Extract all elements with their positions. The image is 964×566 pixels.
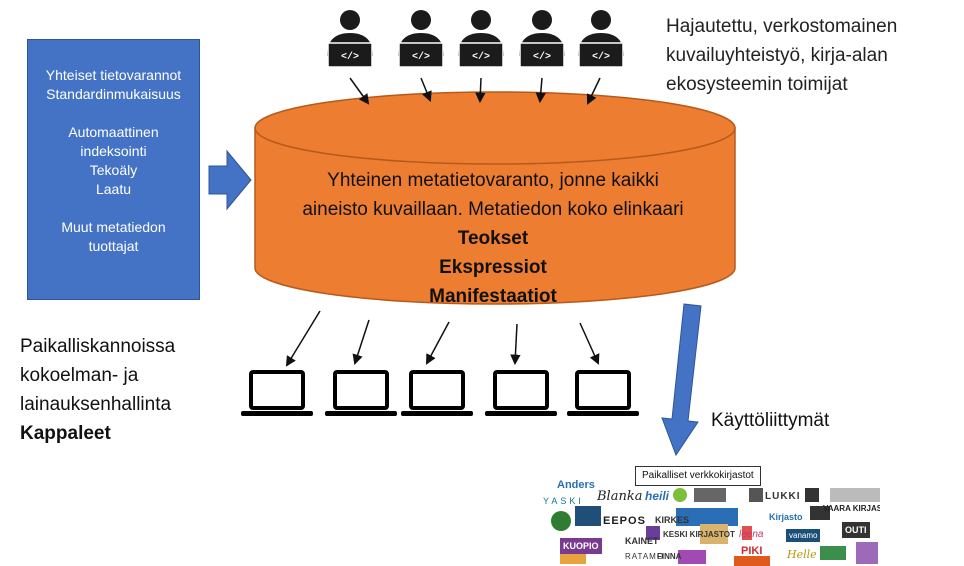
logo-vanamo: vanamo — [786, 529, 821, 542]
actors-description: Hajautettu, verkostomainen kuvailuyhteis… — [666, 12, 964, 99]
logo-heili: heili — [645, 489, 670, 503]
developer-icon: </> — [519, 10, 565, 68]
interfaces-label: Käyttöliittymät — [711, 410, 830, 431]
approach-line: Tekoäly — [89, 162, 138, 178]
repository-line: Yhteinen metatietovaranto, jonne kaikki — [327, 170, 659, 191]
logo-kainet: KAINET — [625, 536, 659, 546]
svg-text:</>: </> — [412, 51, 430, 63]
logo-leena: leena — [739, 529, 764, 540]
approach-line: Muut metatiedon — [61, 219, 166, 235]
logo-kirjasto: Kirjasto — [769, 512, 803, 522]
logo-anders: Anders — [557, 479, 595, 491]
developer-arrows — [349, 77, 601, 105]
laptop-icon — [401, 370, 473, 416]
logo-kuopio: KUOPIO — [560, 538, 602, 554]
logo-vaara: VAARA KIRJASTOT — [823, 504, 880, 513]
actors-line: kuvailuyhteistyö, kirja-alan — [666, 45, 888, 66]
logo-eepos: EEPOS — [603, 515, 646, 527]
logo-keski: KESKI KIRJASTOT — [663, 530, 735, 539]
laptop-icons — [241, 370, 639, 416]
logo-piki: PIKI — [741, 545, 763, 557]
developer-icon: </> — [458, 10, 504, 68]
approach-group: Muut metatiedon tuottajat — [28, 218, 199, 256]
logo-blanka: Blanka — [597, 490, 643, 504]
developer-icon: </> — [398, 10, 444, 68]
logo-lukki: LUKKI — [765, 491, 801, 502]
laptop-arrows — [285, 310, 600, 367]
svg-text:</>: </> — [341, 51, 359, 63]
actors-line: Hajautettu, verkostomainen — [666, 16, 898, 37]
svg-text:</>: </> — [592, 51, 610, 63]
input-arrow — [208, 149, 252, 211]
metadata-repository-cylinder — [254, 91, 736, 305]
entity-manifestations: Manifestaatiot — [429, 286, 557, 307]
approach-line: Laatu — [95, 181, 132, 197]
entity-expressions: Ekspressiot — [439, 257, 547, 278]
repository-description: Yhteinen metatietovaranto, jonne kaikki … — [262, 166, 724, 311]
library-logos: Paikalliset verkkokirjastot Anders YASKI… — [530, 462, 880, 566]
laptop-icon — [485, 370, 557, 416]
approach-line: tuottajat — [88, 238, 139, 254]
developer-icons: </> </> </> </> </> — [327, 10, 624, 68]
logo-ratamo: RATAMO — [625, 552, 665, 561]
local-line: lainauksenhallinta — [20, 394, 172, 415]
logo-yaski: YASKI — [543, 496, 584, 506]
laptop-icon — [241, 370, 313, 416]
entity-works: Teokset — [457, 228, 529, 249]
approach-line: Yhteiset tietovarannot — [45, 67, 182, 83]
svg-text:</>: </> — [533, 51, 551, 63]
laptop-icon — [325, 370, 397, 416]
logo-helle: Helle — [787, 548, 817, 561]
repository-line: aineisto kuvaillaan. Metatiedon koko eli… — [302, 199, 684, 220]
local-databases-description: Paikalliskannoissa kokoelman- ja lainauk… — [20, 332, 240, 448]
laptop-icon — [567, 370, 639, 416]
logo-finna: FINNA — [657, 552, 682, 561]
entity-items: Kappaleet — [20, 423, 111, 444]
interfaces-arrow — [661, 303, 702, 457]
developer-icon: </> — [327, 10, 373, 68]
logo-kirkes: KIRKES — [655, 515, 690, 525]
developer-icon: </> — [578, 10, 624, 68]
svg-text:</>: </> — [472, 51, 490, 63]
local-line: kokoelman- ja — [20, 365, 139, 386]
logo-decorations — [551, 488, 880, 566]
approach-line: Automaattinen — [68, 124, 159, 140]
logo-outi: OUTI — [842, 522, 870, 538]
actors-line: ekosysteemin toimijat — [666, 74, 848, 95]
logos-title: Paikalliset verkkokirjastot — [635, 466, 761, 486]
local-line: Paikalliskannoissa — [20, 336, 176, 357]
approach-line: Standardinmukaisuus — [46, 86, 181, 102]
approach-line: indeksointi — [80, 143, 147, 159]
